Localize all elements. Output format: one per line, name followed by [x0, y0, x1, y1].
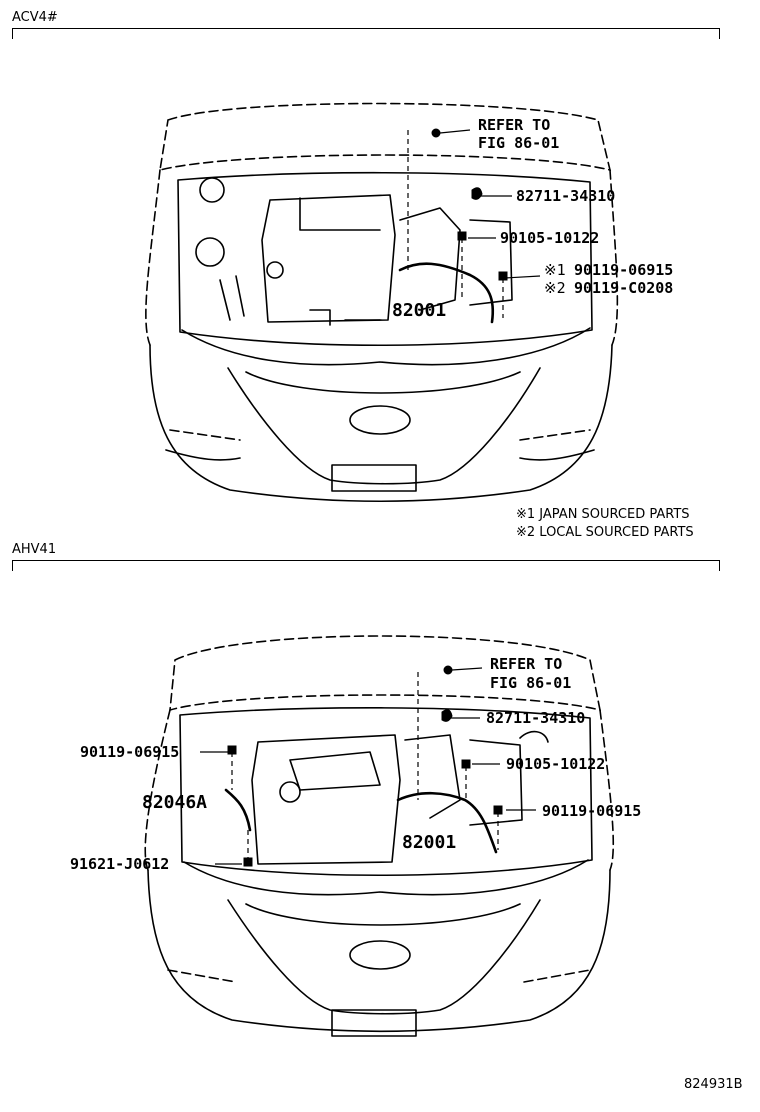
part-number-harness-top: 82001 — [392, 300, 447, 321]
footnote-mark-local-top: ※2 — [544, 279, 566, 297]
section-label-acv4: ACV4# — [12, 10, 58, 25]
section-label-ahv41: AHV41 — [12, 542, 57, 557]
figure-id: 824931B — [684, 1077, 743, 1092]
part-number-clip-top: 82711-34310 — [516, 187, 616, 205]
refer-to-label-line2-bottom: FIG 86-01 — [490, 674, 572, 692]
part-number-harness-bottom: 82001 — [402, 832, 457, 853]
footnote-japan-sourced: ※1 JAPAN SOURCED PARTS — [516, 507, 690, 522]
refer-to-label-line2-top: FIG 86-01 — [478, 134, 560, 152]
part-number-bolt-japan-top: 90119-06915 — [574, 261, 674, 279]
footnote-local-sourced: ※2 LOCAL SOURCED PARTS — [516, 525, 694, 540]
vehicle-front-bottom — [144, 635, 615, 1037]
refer-to-label-line1-top: REFER TO — [478, 116, 551, 134]
section-bracket-acv4 — [12, 28, 720, 39]
part-number-nut-bottom: 91621-J0612 — [70, 855, 170, 873]
refer-to-label-line1-bottom: REFER TO — [490, 655, 563, 673]
footnote-mark-japan-top: ※1 — [544, 261, 566, 279]
vehicle-front-top — [145, 102, 619, 503]
part-number-bolt-local-top: 90119-C0208 — [574, 279, 674, 297]
part-number-bolt-right-bottom: 90105-10122 — [506, 755, 606, 773]
part-number-bolt-top: 90105-10122 — [500, 229, 600, 247]
part-number-bolt-right2-bottom: 90119-06915 — [542, 802, 642, 820]
part-number-clip-bottom: 82711-34310 — [486, 709, 586, 727]
section-bracket-ahv41 — [12, 560, 720, 571]
part-number-bolt-left-bottom: 90119-06915 — [80, 743, 180, 761]
part-number-harness-left-bottom: 82046A — [142, 792, 208, 813]
